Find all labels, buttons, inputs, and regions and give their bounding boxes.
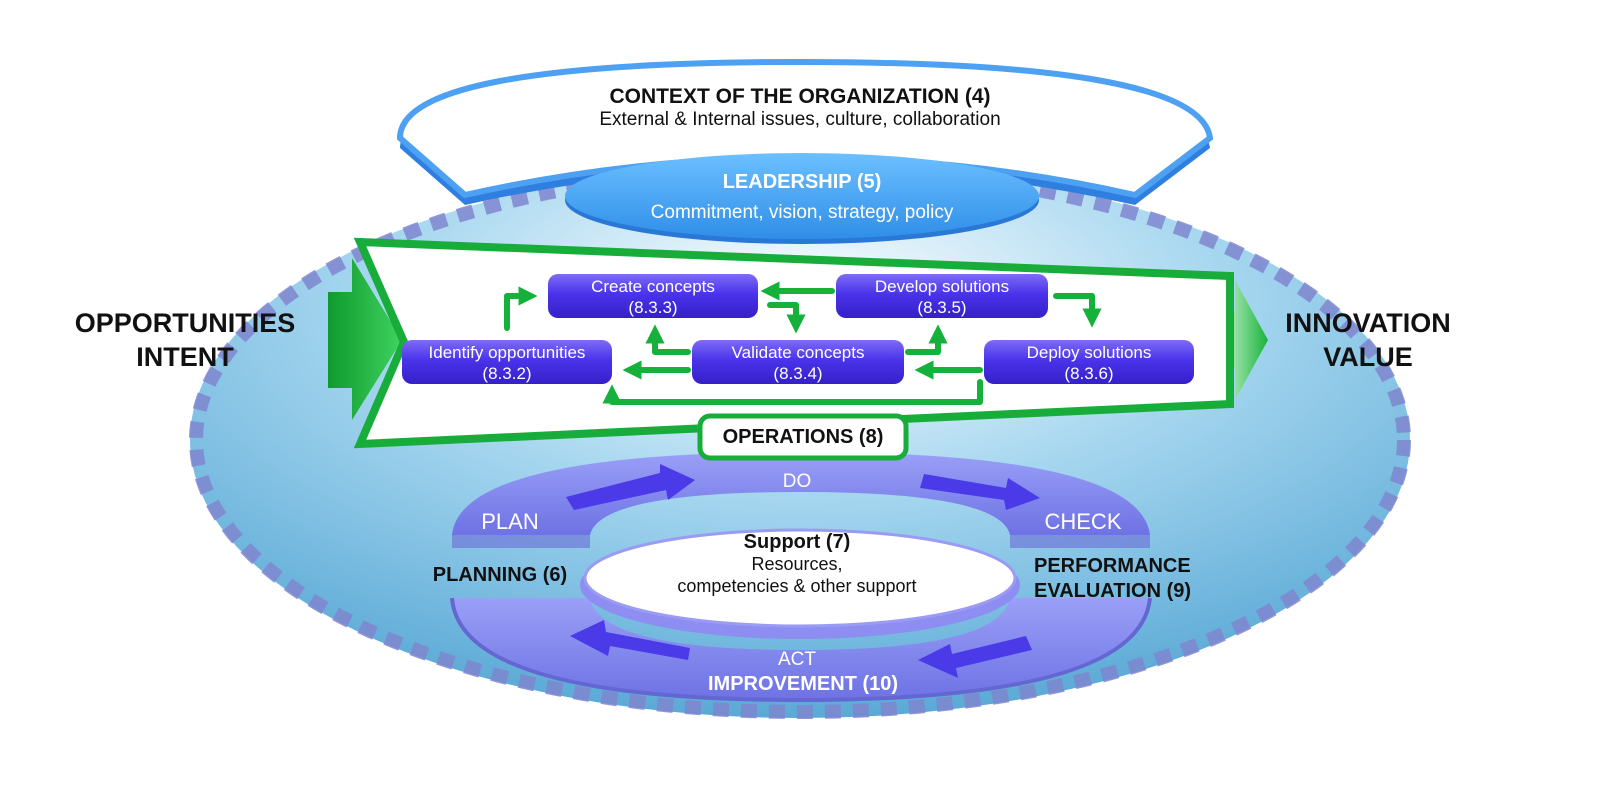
arrow-validate-to-develop	[905, 324, 948, 355]
cycle-check-label: CHECK	[1044, 509, 1121, 534]
cycle-arrow-do-to-check	[920, 474, 1040, 510]
process-identify-opportunities: Identify opportunities (8.3.2)	[402, 340, 612, 384]
performance-label: PERFORMANCE	[1034, 555, 1191, 577]
process-code: (8.3.6)	[1064, 364, 1113, 383]
process-code: (8.3.3)	[628, 298, 677, 317]
innovation-label: INNOVATION	[1285, 308, 1451, 338]
leadership-ellipse: LEADERSHIP (5) Commitment, vision, strat…	[565, 153, 1039, 244]
support-ellipse: Support (7) Resources, competencies & ot…	[580, 528, 1020, 639]
process-deploy-solutions: Deploy solutions (8.3.6)	[984, 340, 1194, 384]
intent-label: INTENT	[136, 342, 234, 372]
context-banner: CONTEXT OF THE ORGANIZATION (4) External…	[396, 58, 1214, 205]
process-create-concepts: Create concepts (8.3.3)	[548, 274, 758, 318]
cycle-plan-label: PLAN	[481, 509, 538, 534]
evaluation-label: EVALUATION (9)	[1034, 580, 1191, 602]
opportunities-label: OPPORTUNITIES	[75, 308, 296, 338]
cycle-arrow-plan-to-do	[566, 464, 695, 510]
context-subtitle: External & Internal issues, culture, col…	[599, 109, 1000, 130]
process-code: (8.3.4)	[773, 364, 822, 383]
arrow-validate-to-create	[645, 324, 691, 355]
process-code: (8.3.2)	[482, 364, 531, 383]
context-title: CONTEXT OF THE ORGANIZATION (4)	[609, 85, 990, 108]
leadership-subtitle: Commitment, vision, strategy, policy	[651, 202, 954, 223]
process-name: Develop solutions	[875, 277, 1009, 296]
support-title: Support (7)	[744, 531, 851, 553]
cycle-arrow-act-to-plan	[570, 620, 690, 660]
arrow-deploy-to-identify	[602, 379, 983, 405]
process-flow-arrows	[504, 281, 1102, 405]
cycle-do-label: DO	[783, 471, 812, 492]
value-label: VALUE	[1323, 342, 1413, 372]
improvement-label: IMPROVEMENT (10)	[708, 673, 898, 695]
arrow-identify-to-create	[504, 286, 538, 331]
operations-label-box: OPERATIONS (8)	[697, 413, 909, 461]
leadership-title: LEADERSHIP (5)	[723, 171, 882, 193]
process-develop-solutions: Develop solutions (8.3.5)	[836, 274, 1048, 318]
process-name: Deploy solutions	[1027, 343, 1152, 362]
support-line2: competencies & other support	[677, 576, 916, 596]
process-name: Validate concepts	[732, 343, 865, 362]
process-code: (8.3.5)	[917, 298, 966, 317]
operations-label: OPERATIONS (8)	[723, 426, 884, 448]
cycle-act-label: ACT	[778, 649, 816, 670]
process-name: Identify opportunities	[429, 343, 586, 362]
arrow-develop-to-deploy	[1053, 293, 1102, 328]
cycle-arrow-check-to-act	[918, 636, 1032, 678]
process-name: Create concepts	[591, 277, 715, 296]
planning-label: PLANNING (6)	[433, 564, 567, 586]
support-line1: Resources,	[751, 554, 842, 574]
pdca-cycle: DO PLAN CHECK ACT IMPROVEMENT (10)	[450, 452, 1152, 703]
process-validate-concepts: Validate concepts (8.3.4)	[692, 340, 904, 384]
arrow-create-to-validate	[767, 302, 806, 334]
